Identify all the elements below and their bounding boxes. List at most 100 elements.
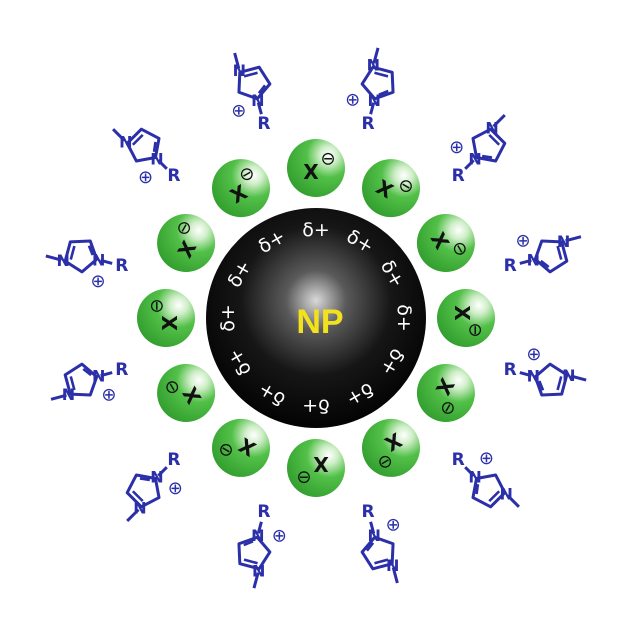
substituent-label: R xyxy=(361,502,374,522)
cation-charge-icon: ⊕ xyxy=(345,90,360,111)
anion-label: X xyxy=(158,315,182,331)
nitrogen-label: N xyxy=(251,91,264,110)
anion-sphere xyxy=(287,139,345,197)
substituent-label: R xyxy=(504,360,517,380)
double-bond xyxy=(139,477,151,482)
anion-charge-icon: ⊖ xyxy=(320,149,335,170)
anion-label: X xyxy=(303,160,319,184)
nitrogen-label: N xyxy=(150,468,163,487)
cation-charge-icon: ⊕ xyxy=(231,100,246,121)
methyl-bond xyxy=(126,508,140,523)
double-bond xyxy=(538,380,545,391)
anion-7: X⊖ xyxy=(287,439,345,497)
imidazolium-ring xyxy=(360,535,395,571)
double-bond xyxy=(82,367,92,377)
methyl-bond xyxy=(111,128,126,142)
surface-charge-10: δ+ xyxy=(217,304,239,332)
nitrogen-label: N xyxy=(251,526,264,545)
anion-sphere xyxy=(212,159,270,218)
double-bond xyxy=(131,490,144,503)
anion-label: X xyxy=(450,305,474,321)
substituent-label: R xyxy=(115,256,128,276)
nitrogen-label: N xyxy=(368,91,381,110)
cation-charge-icon: ⊕ xyxy=(272,525,287,546)
nanoparticle: NP xyxy=(206,208,426,428)
anion-9: X⊖ xyxy=(157,364,216,422)
anion-12: X⊖ xyxy=(212,159,270,218)
double-bond xyxy=(152,141,157,153)
double-bond xyxy=(556,245,563,260)
double-bond xyxy=(475,483,480,495)
substituent-bond xyxy=(464,466,475,477)
methyl-bond xyxy=(506,494,521,508)
surface-charge-1: δ+ xyxy=(302,219,330,241)
surface-charge-7: δ+ xyxy=(302,395,330,417)
imidazolium-cation-1: RNN⊕ xyxy=(345,47,395,134)
anion-sphere xyxy=(437,289,495,347)
nitrogen-label: N xyxy=(468,149,481,168)
double-bond xyxy=(365,542,375,552)
anion-sphere xyxy=(416,214,475,272)
substituent-label: R xyxy=(361,114,374,134)
double-bond xyxy=(243,71,258,78)
methyl-bond xyxy=(570,374,587,382)
imidazolium-ring xyxy=(471,473,507,509)
double-bond xyxy=(374,71,389,78)
anion-layer: X⊖X⊖X⊖X⊖X⊖X⊖X⊖X⊖X⊖X⊖X⊖X⊖ xyxy=(137,139,495,497)
substituent-bond xyxy=(519,258,532,265)
imidazolium-ring xyxy=(471,127,507,163)
substituent-bond xyxy=(519,371,532,378)
substituent-bond xyxy=(256,521,263,534)
double-bond xyxy=(488,490,501,503)
cation-charge-icon: ⊕ xyxy=(91,271,106,292)
anion-4: X⊖ xyxy=(437,289,495,347)
anion-sphere xyxy=(157,364,216,422)
anion-sphere xyxy=(416,364,475,422)
double-bond xyxy=(556,376,563,391)
substituent-bond xyxy=(157,466,168,477)
anion-sphere xyxy=(157,214,216,272)
substituent-bond xyxy=(369,102,376,115)
substituent-bond xyxy=(464,159,475,170)
nitrogen-label: N xyxy=(133,499,146,518)
imidazolium-ring xyxy=(360,65,395,101)
imidazolium-cation-10: RNN⊕ xyxy=(45,239,128,292)
nitrogen-label: N xyxy=(57,251,70,270)
anion-sphere xyxy=(137,289,195,347)
double-bond xyxy=(374,558,389,565)
nitrogen-label: N xyxy=(367,56,380,75)
anion-charge-icon: ⊖ xyxy=(296,467,311,488)
imidazolium-cation-5: RNN⊕ xyxy=(452,448,521,509)
double-bond xyxy=(243,540,254,547)
substituent-label: R xyxy=(257,114,270,134)
cation-charge-icon: ⊕ xyxy=(526,344,541,365)
methyl-bond xyxy=(233,52,241,69)
double-bond xyxy=(257,84,267,94)
imidazolium-ring xyxy=(63,362,99,397)
anion-6: X⊖ xyxy=(362,418,420,477)
substituent-label: R xyxy=(452,166,465,186)
cation-charge-icon: ⊕ xyxy=(449,137,464,158)
nitrogen-label: N xyxy=(62,385,75,404)
imidazolium-cation-12: RNN⊕ xyxy=(231,52,272,134)
imidazolium-ring xyxy=(125,473,161,509)
methyl-bond xyxy=(45,254,62,262)
anion-3: X⊖ xyxy=(416,214,475,272)
nitrogen-label: N xyxy=(150,149,163,168)
imidazolium-cation-8: RNN⊕ xyxy=(125,450,183,523)
imidazolium-cation-7: RNN⊕ xyxy=(237,502,287,589)
double-bond xyxy=(69,245,76,260)
methyl-bond xyxy=(391,567,399,584)
nitrogen-label: N xyxy=(562,366,575,385)
methyl-bond xyxy=(372,47,380,64)
methyl-bond xyxy=(252,572,260,589)
nitrogen-label: N xyxy=(92,367,105,386)
nitrogen-label: N xyxy=(119,132,132,151)
nitrogen-label: N xyxy=(252,561,265,580)
anion-sphere xyxy=(362,418,420,477)
imidazolium-ring xyxy=(125,127,161,163)
